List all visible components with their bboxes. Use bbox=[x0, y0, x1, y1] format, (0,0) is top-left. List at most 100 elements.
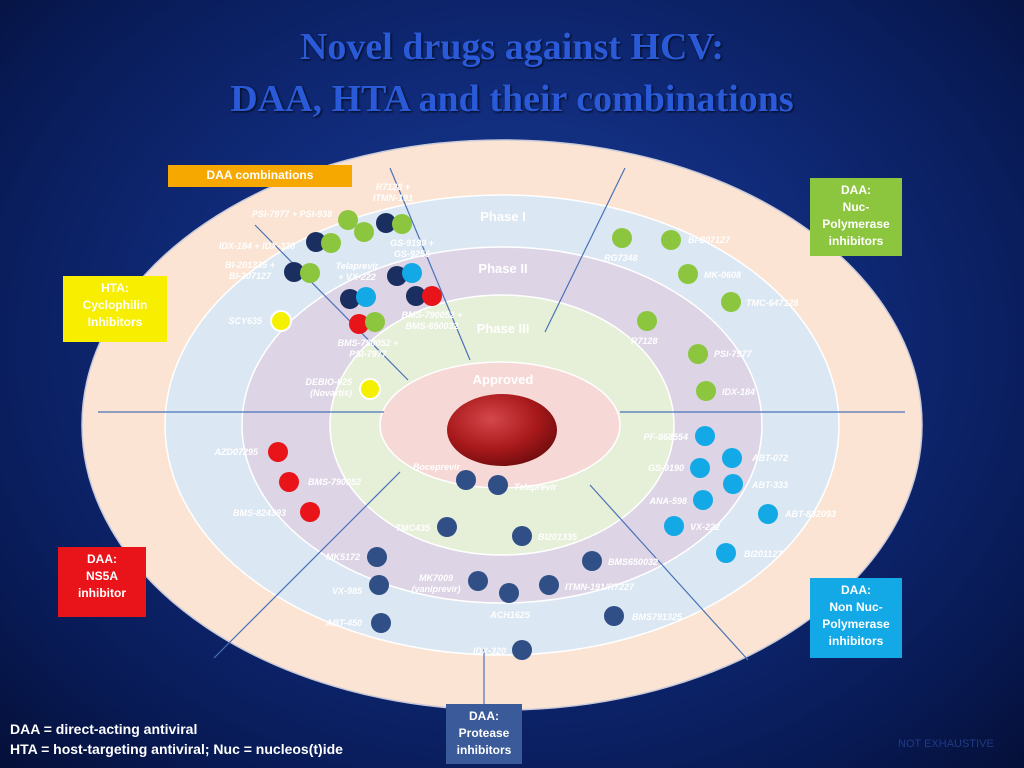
nuc-polymerase-label: RG7348 bbox=[604, 253, 638, 263]
protease-label: MK7009(vaniprevir) bbox=[411, 573, 460, 594]
protease-marker bbox=[582, 551, 602, 571]
protease-marker bbox=[488, 475, 508, 495]
non-nuc-polymerase-label: ABT-333 bbox=[751, 480, 788, 490]
page-title-line-1: Novel drugs against HCV: bbox=[299, 26, 725, 68]
box-daa-non-nuc-polymerase: DAA: Non Nuc- Polymerase inhibitors bbox=[810, 578, 902, 658]
protease-marker bbox=[604, 606, 624, 626]
drug-markers bbox=[268, 210, 778, 660]
combination-marker bbox=[365, 312, 385, 332]
combination-label: PSI-7977 + PSI-938 bbox=[252, 209, 332, 219]
nuc-polymerase-label: MK-0608 bbox=[704, 270, 741, 280]
center-core bbox=[447, 394, 557, 466]
nuc-polymerase-label: PSI-7977 bbox=[714, 349, 753, 359]
box-hta-cyclophilin: HTA: Cyclophilin Inhibitors bbox=[63, 276, 167, 342]
legend-daa: DAA = direct-acting antiviral bbox=[10, 721, 198, 737]
combination-marker bbox=[300, 263, 320, 283]
protease-marker bbox=[539, 575, 559, 595]
cyclophilin-marker bbox=[359, 378, 381, 400]
nuc-polymerase-marker bbox=[612, 228, 632, 248]
protease-label: BI201335 bbox=[538, 532, 578, 542]
protease-label: BMS791325 bbox=[632, 612, 683, 622]
sector-dividers bbox=[98, 167, 905, 661]
combination-marker bbox=[354, 222, 374, 242]
nuc-polymerase-label: IDX-184 bbox=[722, 387, 755, 397]
box-daa-protease: DAA: Protease inhibitors bbox=[446, 704, 522, 764]
ring-label-approved: Approved bbox=[473, 372, 534, 387]
cyclophilin-marker bbox=[270, 310, 292, 332]
non-nuc-polymerase-label: VX-222 bbox=[690, 522, 720, 532]
ring-label-phase-2: Phase II bbox=[478, 261, 527, 276]
combination-label: GS-9190 +GS-9256 bbox=[390, 238, 435, 259]
protease-label: VX-985 bbox=[332, 586, 363, 596]
ring-label-phase-3: Phase III bbox=[477, 321, 530, 336]
protease-marker bbox=[468, 571, 488, 591]
combination-marker bbox=[406, 286, 426, 306]
not-exhaustive-note: NOT EXHAUSTIVE bbox=[898, 738, 994, 750]
ring-label-phase-1: Phase I bbox=[480, 209, 526, 224]
combination-marker bbox=[422, 286, 442, 306]
combination-marker bbox=[376, 213, 396, 233]
combination-label: Telaprevir+ VX-222 bbox=[336, 261, 379, 282]
non-nuc-polymerase-label: ANA-598 bbox=[648, 496, 687, 506]
combination-marker bbox=[340, 289, 360, 309]
combination-marker bbox=[387, 266, 407, 286]
divider-top-center bbox=[389, 167, 471, 361]
nuc-polymerase-label: R7128 bbox=[631, 336, 658, 346]
nuc-polymerase-label: TMC-647128 bbox=[746, 298, 799, 308]
ns5a-marker bbox=[279, 472, 299, 492]
non-nuc-polymerase-marker bbox=[716, 543, 736, 563]
combination-marker bbox=[284, 262, 304, 282]
combination-label: R7128 +ITMN-191 bbox=[373, 182, 413, 203]
combination-marker bbox=[338, 210, 358, 230]
nuc-polymerase-marker bbox=[661, 230, 681, 250]
combination-marker bbox=[321, 233, 341, 253]
combination-label: BMS-790052 +PSI-7977 bbox=[338, 338, 400, 359]
ns5a-label: BMS-824393 bbox=[233, 508, 286, 518]
box-daa-combinations: DAA combinations bbox=[168, 165, 352, 187]
protease-label: MK5172 bbox=[326, 552, 360, 562]
ns5a-label: BMS-790052 bbox=[308, 477, 361, 487]
legend-hta-nuc: HTA = host-targeting antiviral; Nuc = nu… bbox=[10, 741, 343, 757]
drug-labels: BI-207127RG7348MK-0608TMC-647128R7128PSI… bbox=[213, 182, 836, 656]
nuc-polymerase-marker bbox=[696, 381, 716, 401]
combination-marker bbox=[402, 263, 422, 283]
non-nuc-polymerase-marker bbox=[758, 504, 778, 524]
nuc-polymerase-marker bbox=[678, 264, 698, 284]
protease-marker bbox=[437, 517, 457, 537]
non-nuc-polymerase-label: BI201127 bbox=[744, 549, 783, 559]
page-title-line-2: DAA, HTA and their combinations bbox=[230, 78, 794, 120]
non-nuc-polymerase-marker bbox=[690, 458, 710, 478]
non-nuc-polymerase-label: ABT-832093 bbox=[784, 509, 836, 519]
protease-label: ITMN-191/R7227 bbox=[565, 582, 635, 592]
protease-label: TMC435 bbox=[395, 523, 431, 533]
protease-label: Boceprevir bbox=[413, 462, 461, 472]
protease-marker bbox=[369, 575, 389, 595]
ns5a-label: AZD07295 bbox=[213, 447, 259, 457]
cyclophilin-label: SCY635 bbox=[228, 316, 263, 326]
non-nuc-polymerase-marker bbox=[695, 426, 715, 446]
protease-label: ACH1625 bbox=[489, 610, 531, 620]
non-nuc-polymerase-label: ABT-072 bbox=[751, 453, 788, 463]
protease-marker bbox=[367, 547, 387, 567]
combination-marker bbox=[356, 287, 376, 307]
non-nuc-polymerase-marker bbox=[693, 490, 713, 510]
combination-marker bbox=[349, 314, 369, 334]
protease-label: BMS650032 bbox=[608, 557, 658, 567]
cyclophilin-label: DEBIO-025(Novartis) bbox=[305, 377, 353, 398]
non-nuc-polymerase-label: PF-868554 bbox=[643, 432, 688, 442]
protease-marker bbox=[456, 470, 476, 490]
non-nuc-polymerase-label: GS-9190 bbox=[648, 463, 684, 473]
protease-label: ABT-450 bbox=[325, 618, 362, 628]
nuc-polymerase-marker bbox=[688, 344, 708, 364]
nuc-polymerase-marker bbox=[721, 292, 741, 312]
non-nuc-polymerase-marker bbox=[722, 448, 742, 468]
non-nuc-polymerase-marker bbox=[723, 474, 743, 494]
ns5a-marker bbox=[300, 502, 320, 522]
combination-label: IDX-184 + IDX-320 bbox=[219, 241, 295, 251]
divider-bottom-left bbox=[213, 471, 401, 659]
protease-label: Telaprevir bbox=[514, 482, 557, 492]
divider-bottom-right bbox=[589, 484, 749, 661]
nuc-polymerase-label: BI-207127 bbox=[688, 235, 731, 245]
divider-top-right bbox=[544, 167, 626, 333]
